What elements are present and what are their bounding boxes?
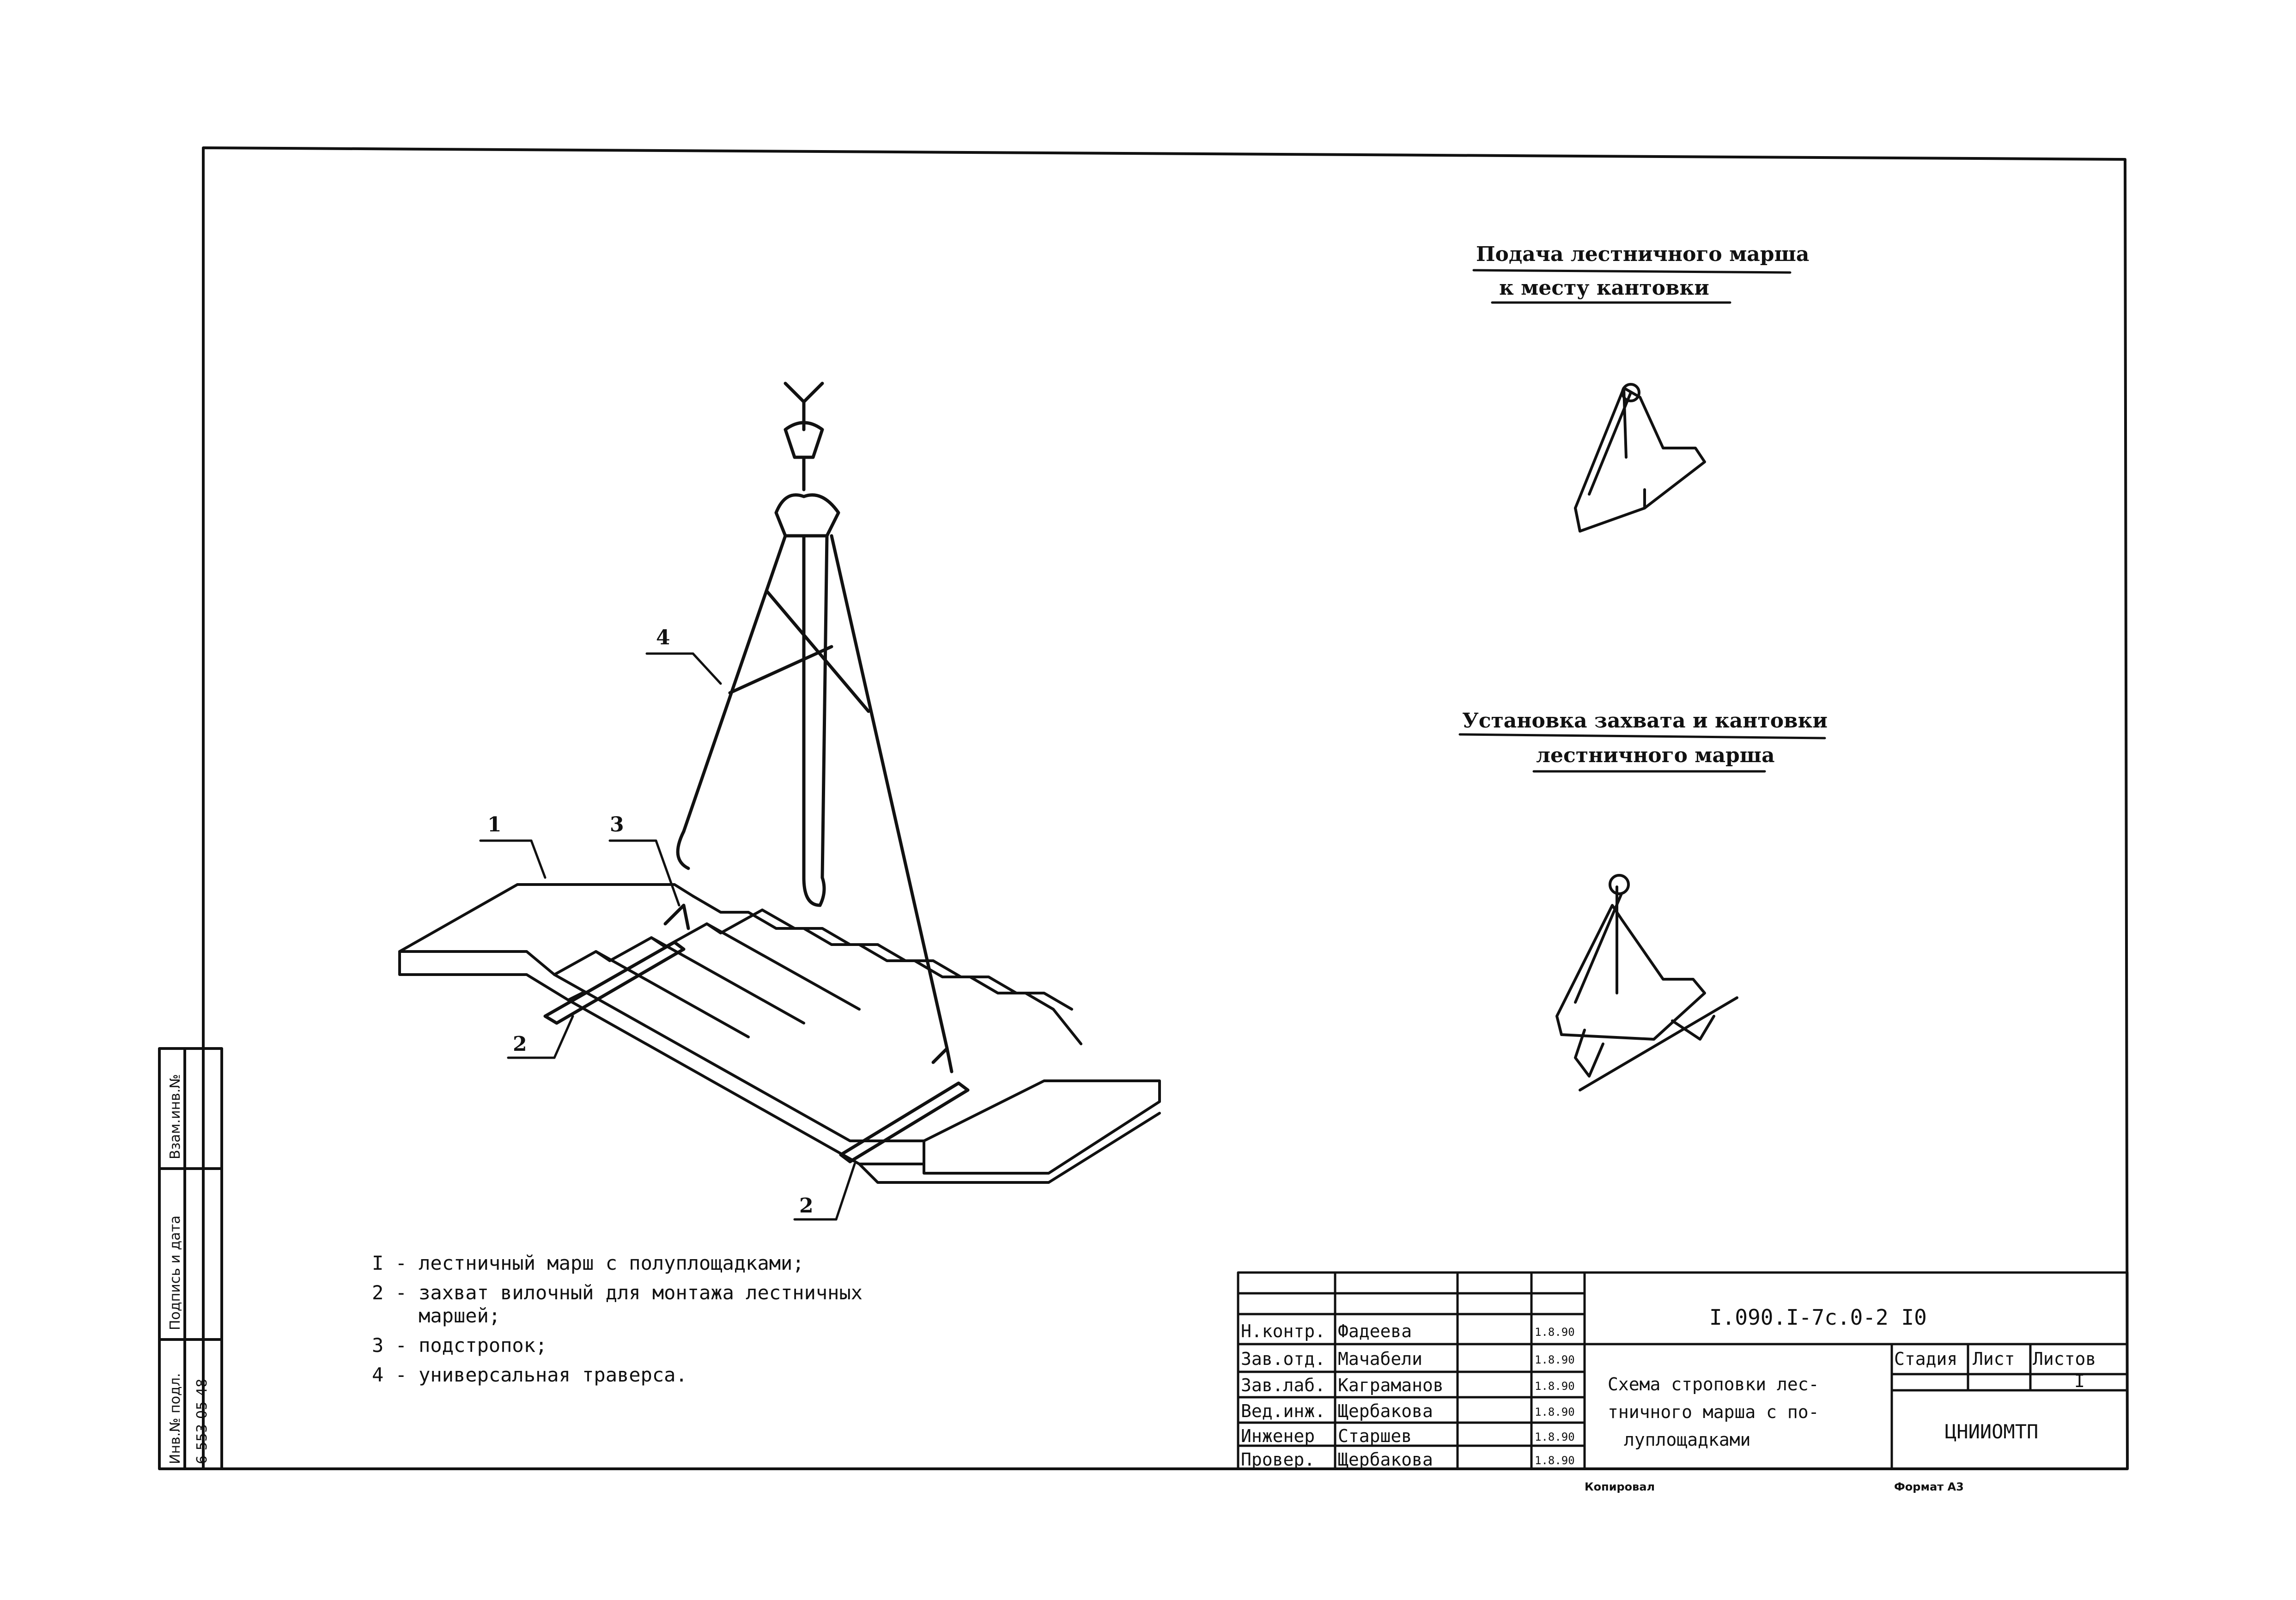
callout-3: 3 [610,813,624,836]
organization: ЦНИИОМТП [1945,1420,2039,1443]
stage-label: Стадия [1894,1349,1958,1369]
name-3: Щербакова [1338,1401,1433,1421]
role-0: Н.контр. [1241,1321,1326,1341]
title-block-grid [1237,1271,2129,1470]
drawing-title-line3: луплощадками [1624,1430,1751,1450]
name-1: Мачабели [1338,1349,1423,1369]
date-1: 1.8.90 [1535,1353,1575,1366]
sheets-label: Листов [2033,1349,2096,1369]
name-0: Фадеева [1338,1321,1412,1341]
name-2: Каграманов [1338,1375,1444,1395]
copied-label: Копировал [1585,1480,1655,1493]
date-4: 1.8.90 [1535,1430,1575,1443]
callout-2b: 2 [799,1194,814,1218]
legend-item-3: 3 - подстропок; [372,1334,547,1357]
callout-1: 1 [487,813,502,836]
fork-grips [543,903,970,1164]
caption-delivery-line2: к месту кантовки [1499,276,1709,300]
date-2: 1.8.90 [1535,1380,1575,1393]
drawing-title-line1: Схема строповки лес- [1608,1374,1819,1394]
caption-tilting-line2: лестничного марша [1536,744,1775,767]
traverse-and-slings [676,382,949,1050]
callout-4: 4 [656,626,670,649]
callout-leaders [479,652,856,1221]
role-4: Инженер [1241,1426,1315,1446]
date-5: 1.8.90 [1535,1454,1575,1467]
side-stamp-box [158,1047,223,1470]
legend-item-4: 4 - универсальная траверса. [372,1364,687,1386]
legend: I - лестничный марш с полуплощадками; 2 … [372,1252,863,1387]
callout-2a: 2 [513,1032,527,1056]
role-5: Провер. [1241,1449,1315,1470]
name-4: Старшев [1338,1426,1412,1446]
name-5: Щербакова [1338,1449,1433,1470]
role-3: Вед.инж. [1241,1401,1326,1421]
drawing-title-line2: тничного марша с по- [1608,1402,1819,1422]
doc-code: I.090.I-7c.0-2 I0 [1709,1305,1927,1330]
caption-delivery-line1: Подача лестничного марша [1476,242,1810,266]
side-stamp-field2: Подпись и дата [167,1215,183,1331]
side-stamp-field1: Взам.инв.№ [167,1074,183,1159]
caption-tilting-line1: Установка захвата и кантовки [1462,709,1828,733]
caption-underlines [1458,269,1826,773]
date-3: 1.8.90 [1535,1406,1575,1418]
format-label: Формат А3 [1894,1480,1964,1493]
legend-item-2-cont: маршей; [372,1304,501,1327]
sketch-delivery [1574,383,1706,533]
sketch-tilting [1555,874,1738,1091]
date-0: 1.8.90 [1535,1326,1575,1339]
side-stamp-field3: Инв.№ подл. [167,1373,183,1464]
legend-item-2: 2 - захват вилочный для монтажа лестничн… [372,1281,863,1304]
role-1: Зав.отд. [1241,1349,1326,1369]
sheet-label: Лист [1973,1349,2015,1369]
legend-item-1: I - лестничный марш с полуплощадками; [372,1252,804,1274]
sheets-value: I [2074,1371,2085,1391]
side-stamp-field3-value: 6-553-05-48 [194,1378,210,1464]
role-2: Зав.лаб. [1241,1375,1326,1395]
